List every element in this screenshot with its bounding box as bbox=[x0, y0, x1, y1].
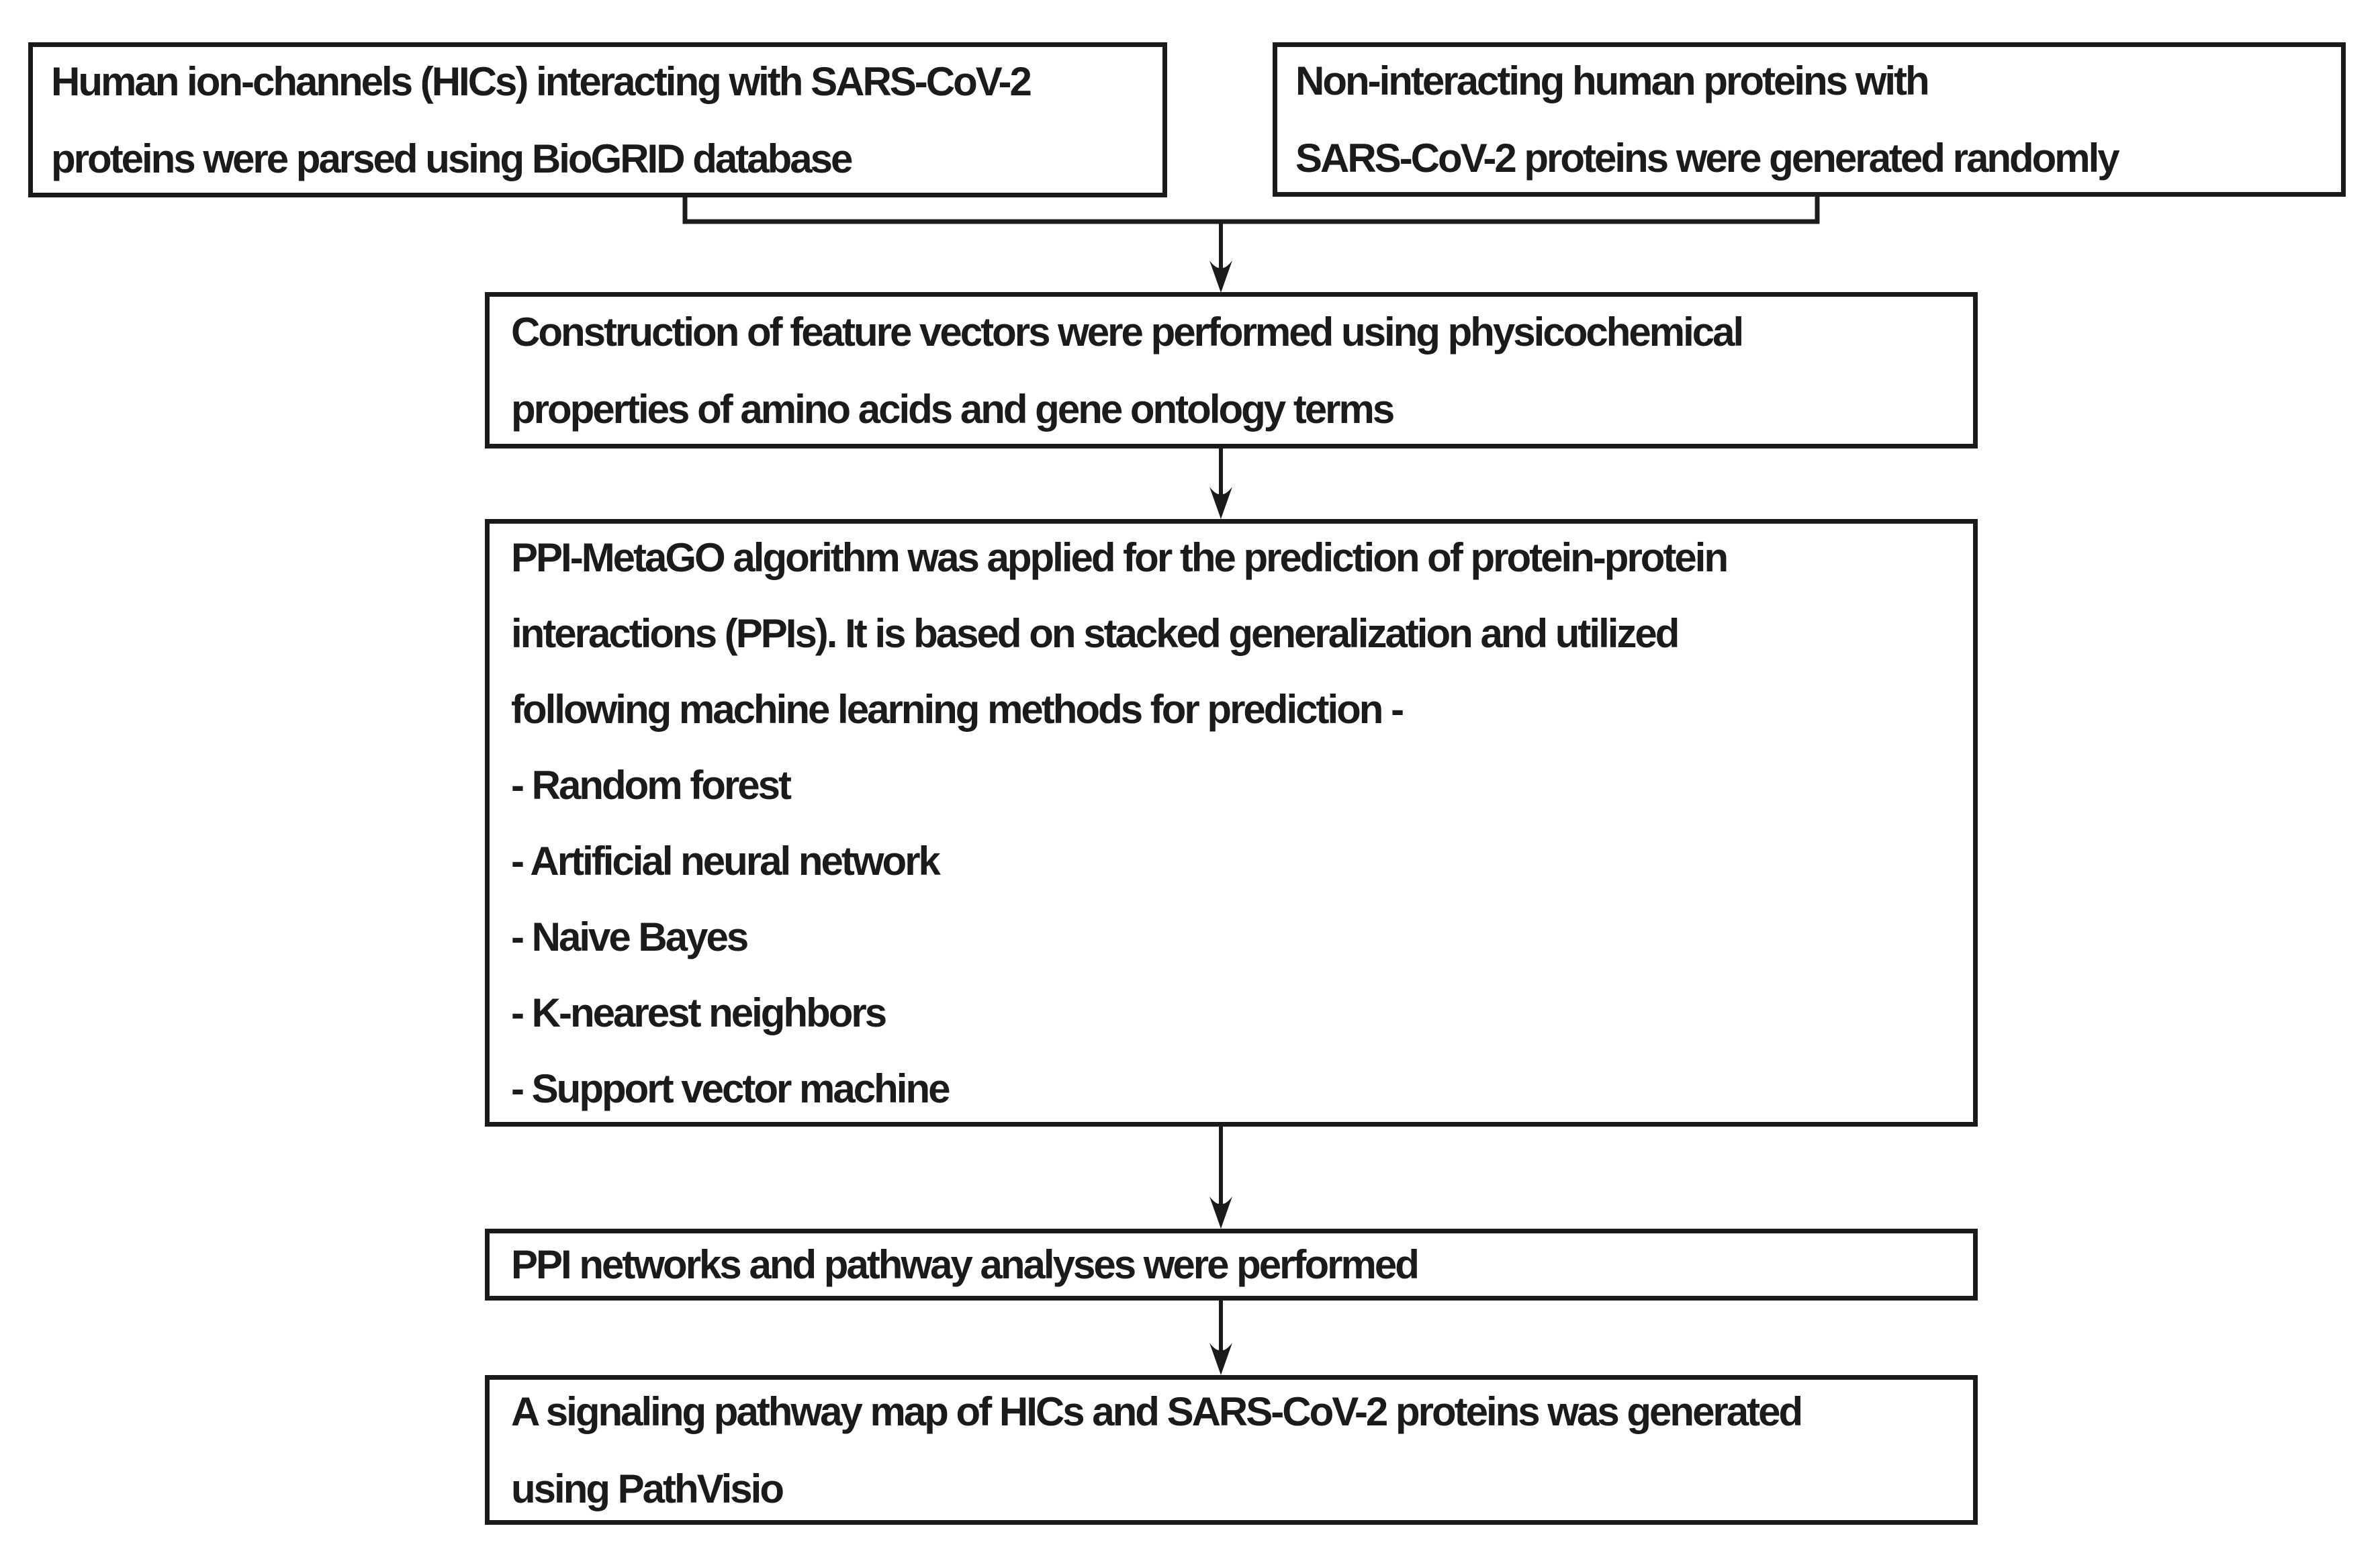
arrow-to-feature-vectors-head-icon bbox=[1209, 261, 1232, 293]
box-feature-vectors-line: Construction of feature vectors were per… bbox=[511, 309, 1744, 355]
box-pathway-map-line: A signaling pathway map of HICs and SARS… bbox=[511, 1388, 1803, 1434]
box-pathway-map-line: using PathVisio bbox=[511, 1466, 784, 1511]
box-network-pathway: PPI networks and pathway analyses were p… bbox=[485, 1229, 1978, 1301]
box-ppi-metago-list-item: - K-nearest neighbors bbox=[511, 990, 887, 1035]
box-ppi-metago: PPI-MetaGO algorithm was applied for the… bbox=[485, 519, 1978, 1127]
box-feature-vectors: Construction of feature vectors were per… bbox=[485, 292, 1978, 449]
arrow-to-ppi-metago-head-icon bbox=[1209, 487, 1232, 519]
box-ppi-metago-list-item: - Support vector machine bbox=[511, 1066, 950, 1111]
box-ppi-metago-list-item: - Random forest bbox=[511, 762, 792, 808]
arrow-to-pathway-map-head-icon bbox=[1209, 1343, 1232, 1375]
box-ppi-metago-list-item: - Naive Bayes bbox=[511, 914, 749, 959]
box-source-hics: Human ion-channels (HICs) interacting wi… bbox=[28, 42, 1167, 197]
box-pathway-map: A signaling pathway map of HICs and SARS… bbox=[485, 1375, 1978, 1525]
box-source-hics-line: Human ion-channels (HICs) interacting wi… bbox=[51, 58, 1032, 104]
arrow-to-network-pathway-head-icon bbox=[1209, 1196, 1232, 1229]
box-source-hics-line: proteins were parsed using BioGRID datab… bbox=[51, 136, 853, 181]
box-ppi-metago-line: following machine learning methods for p… bbox=[511, 686, 1404, 732]
box-source-random: Non-interacting human proteins with SARS… bbox=[1273, 42, 2346, 197]
box-network-pathway-line: PPI networks and pathway analyses were p… bbox=[511, 1242, 1420, 1287]
box-ppi-metago-line: PPI-MetaGO algorithm was applied for the… bbox=[511, 534, 1729, 580]
box-ppi-metago-line: interactions (PPIs). It is based on stac… bbox=[511, 610, 1680, 656]
box-ppi-metago-list-item: - Artificial neural network bbox=[511, 838, 941, 884]
box-feature-vectors-line: properties of amino acids and gene ontol… bbox=[511, 386, 1395, 432]
box-source-random-line: Non-interacting human proteins with bbox=[1295, 58, 1930, 103]
box-source-random-line: SARS-CoV-2 proteins were generated rando… bbox=[1295, 136, 2120, 181]
